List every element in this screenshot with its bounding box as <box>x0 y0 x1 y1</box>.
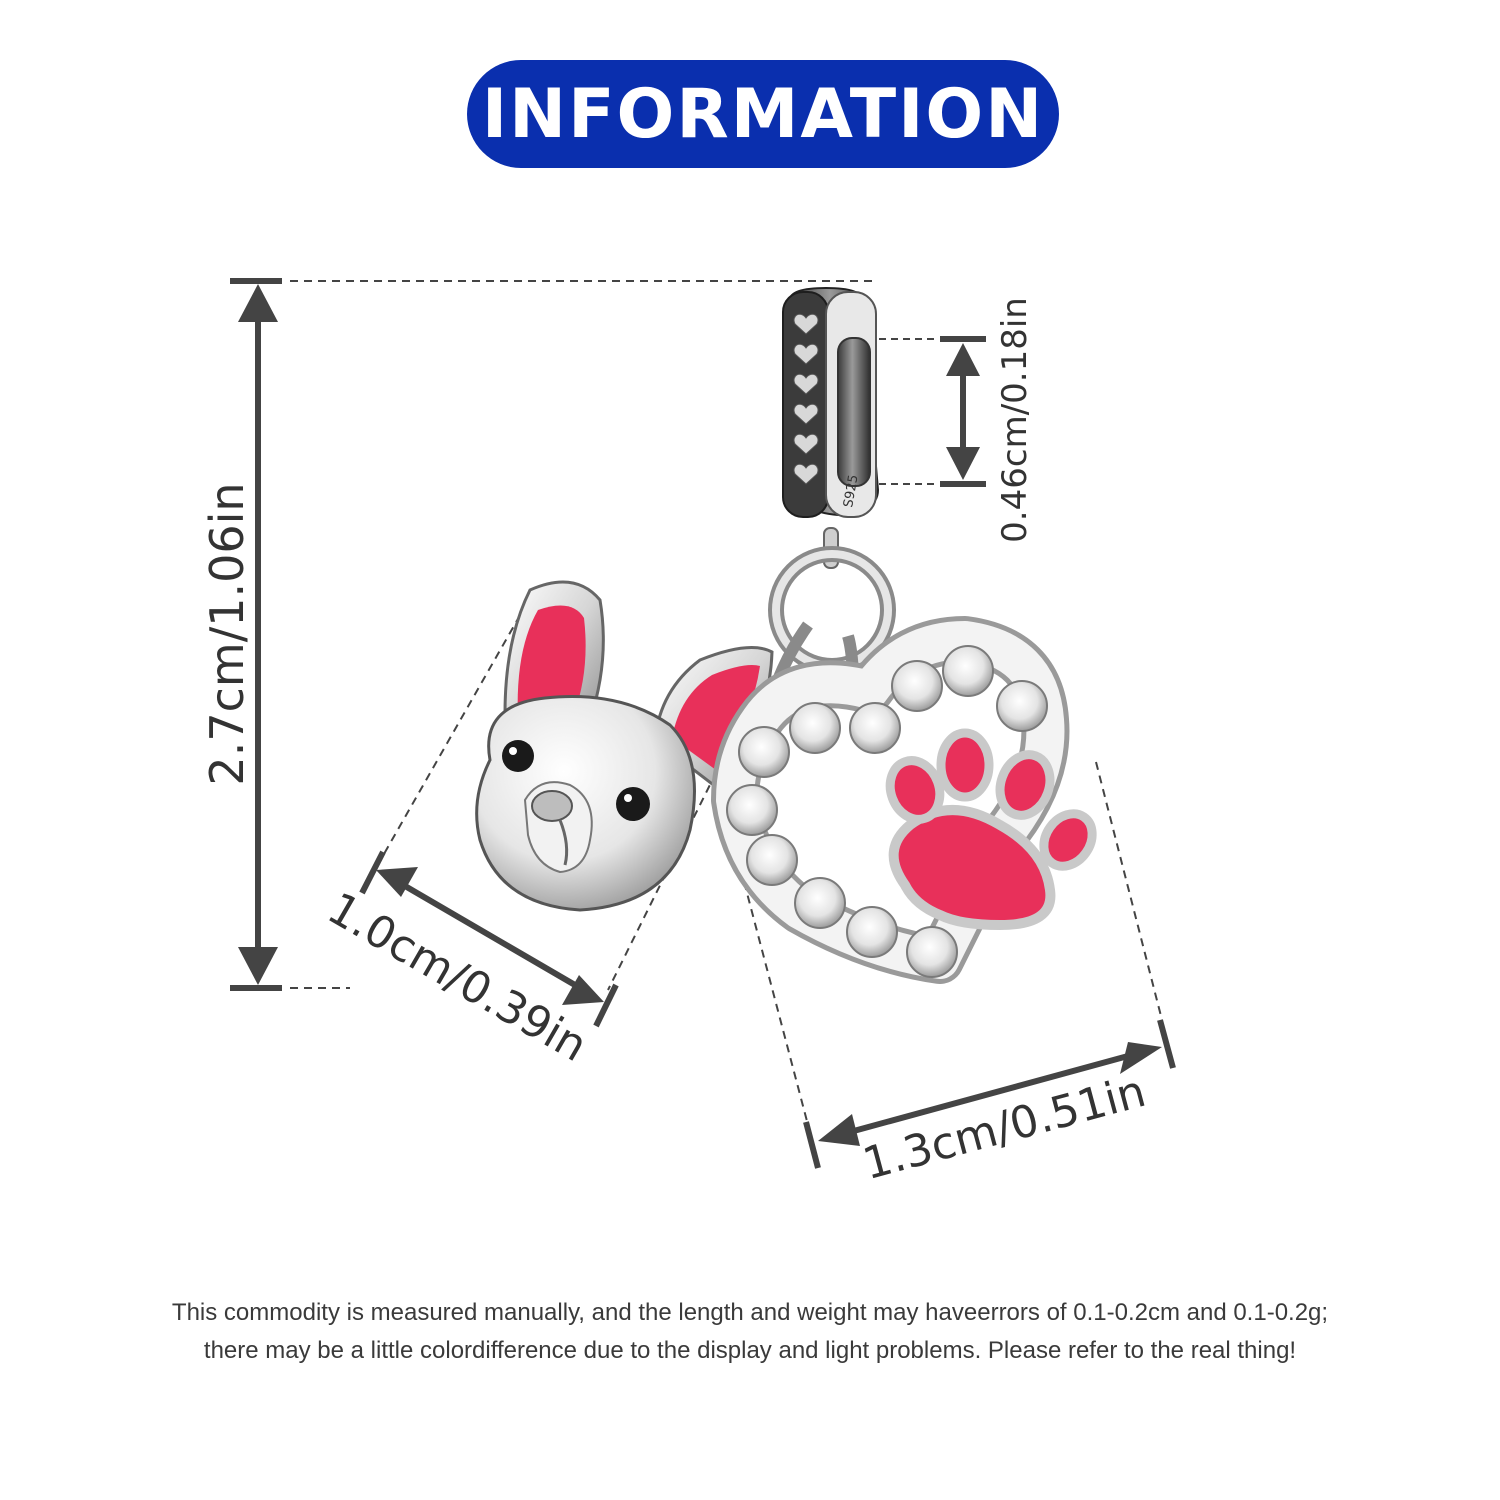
arrow-icon <box>1120 1042 1162 1074</box>
arrow-icon <box>562 975 604 1005</box>
hole-label: 0.46cm/0.18in <box>995 297 1035 543</box>
header-badge: INFORMATION <box>467 60 1059 168</box>
header-title: INFORMATION <box>481 74 1045 154</box>
arrow-icon <box>946 343 980 376</box>
disclaimer-line-1: This commodity is measured manually, and… <box>171 1299 1329 1326</box>
paw-heart-charm <box>711 616 1097 984</box>
stamp-text: S925 <box>841 474 862 509</box>
disclaimer-line-2: there may be a little colordifference du… <box>203 1337 1297 1364</box>
heart-width-dimension <box>736 761 1176 1169</box>
bail-bead: S925 <box>782 286 880 518</box>
disclaimer: This commodity is measured manually, and… <box>0 1294 1500 1370</box>
height-label: 2.7cm/1.06in <box>200 482 254 785</box>
arrow-icon <box>376 867 418 897</box>
arrow-icon <box>946 447 980 480</box>
arrow-icon <box>238 947 278 985</box>
paw-icon <box>885 728 1097 931</box>
arrow-icon <box>818 1114 860 1146</box>
heart-width-label: 1.3cm/0.51in <box>858 1066 1151 1190</box>
height-dimension <box>230 278 878 991</box>
dog-head-charm <box>475 580 774 912</box>
dog-width-label: 1.0cm/0.39in <box>319 883 596 1072</box>
arrow-icon <box>238 284 278 322</box>
